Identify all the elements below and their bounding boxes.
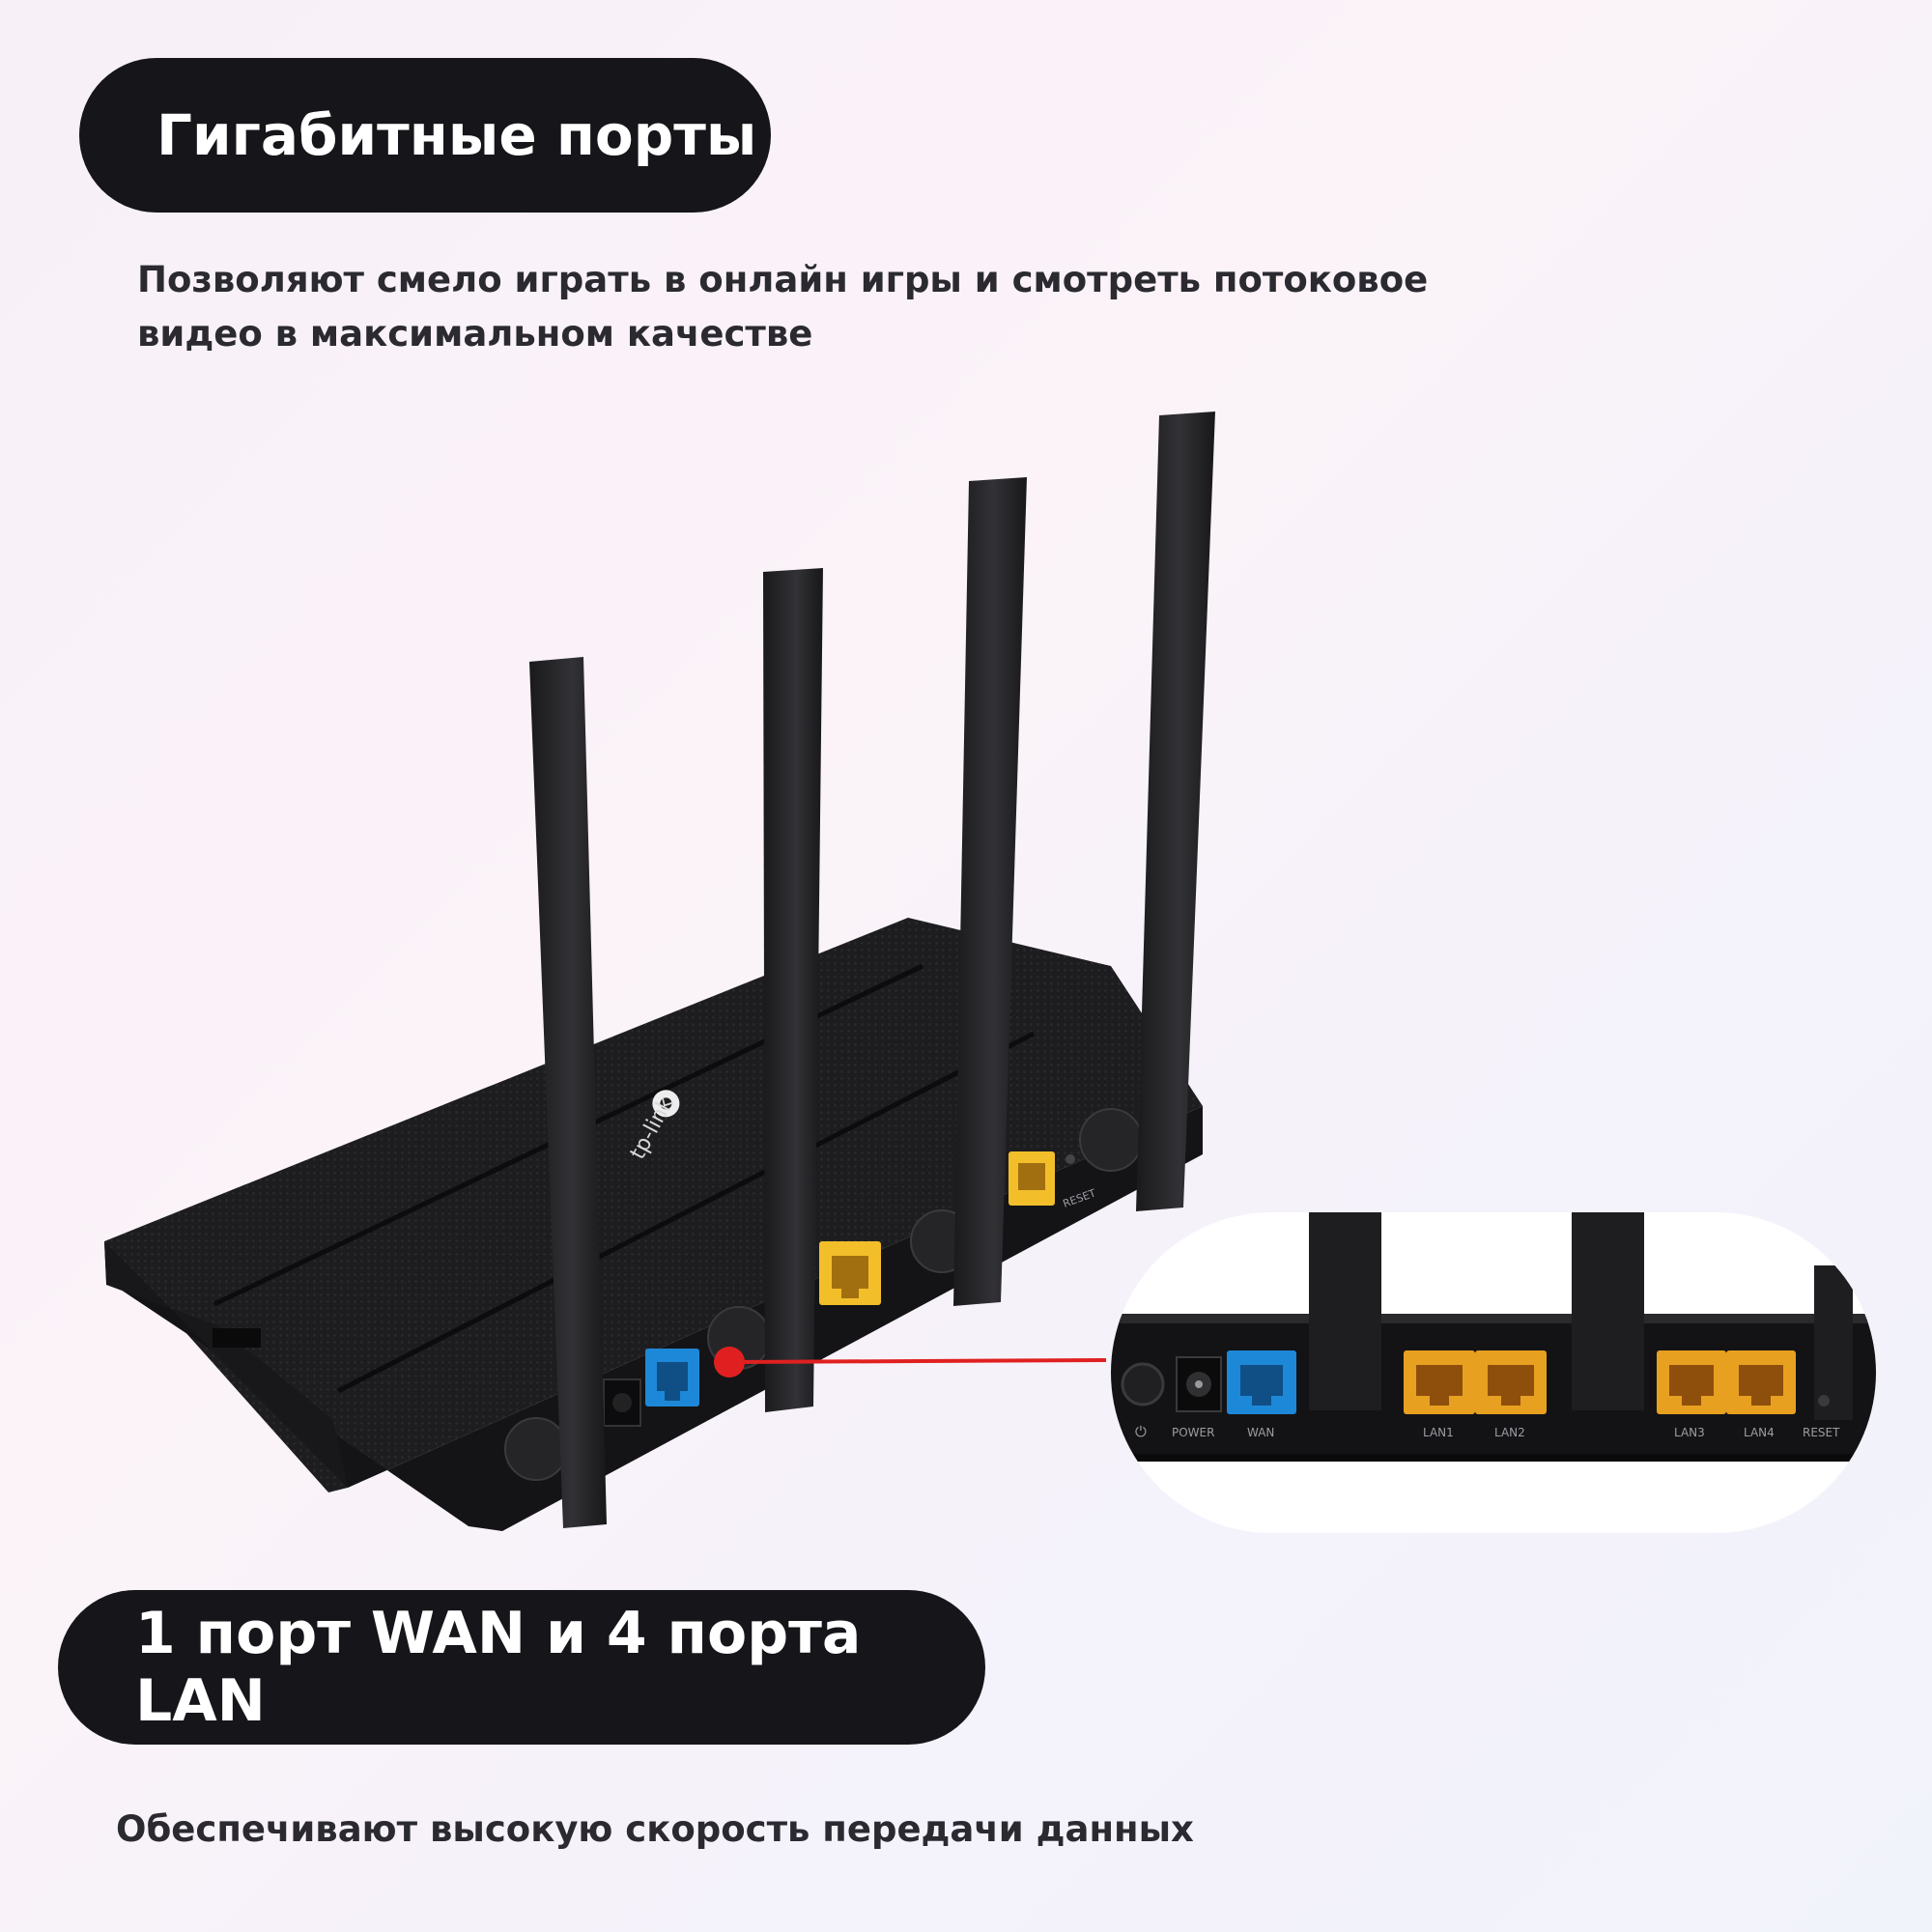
router-wan-port bbox=[645, 1349, 699, 1406]
router-lan-port-2 bbox=[819, 1241, 881, 1305]
router-vent bbox=[213, 1328, 261, 1348]
title-gigabit-ports: Гигабитные порты bbox=[156, 102, 757, 168]
label-lan4: LAN4 bbox=[1744, 1426, 1775, 1439]
description-ports: Обеспечивают высокую скорость передачи д… bbox=[116, 1808, 1194, 1850]
antenna-2 bbox=[763, 568, 823, 1412]
zoom-reset-button bbox=[1818, 1395, 1830, 1406]
zoom-lan4-port bbox=[1726, 1350, 1796, 1414]
description-line-2: видео в максимальном качестве bbox=[137, 313, 813, 355]
power-icon: ⏻ bbox=[1135, 1423, 1147, 1440]
callout-dot bbox=[714, 1347, 745, 1378]
label-lan1: LAN1 bbox=[1423, 1426, 1454, 1439]
zoom-antenna-3 bbox=[1814, 1265, 1853, 1420]
zoom-power-jack bbox=[1176, 1356, 1222, 1412]
antenna-4 bbox=[1136, 412, 1215, 1211]
label-lan2: LAN2 bbox=[1494, 1426, 1525, 1439]
label-wan: WAN bbox=[1247, 1426, 1274, 1439]
router-lan-port-4 bbox=[1009, 1151, 1055, 1206]
zoom-antenna-2 bbox=[1572, 1212, 1644, 1410]
description-line-1: Позволяют смело играть в онлайн игры и с… bbox=[137, 259, 1429, 300]
router-reset-button bbox=[1065, 1154, 1075, 1164]
title-pill-gigabit: Гигабитные порты bbox=[79, 58, 771, 213]
zoom-lan2-port bbox=[1475, 1350, 1547, 1414]
router-rear-face bbox=[104, 1106, 1203, 1531]
zoom-power-button bbox=[1121, 1362, 1165, 1406]
antenna-1 bbox=[529, 657, 607, 1528]
zoom-lan1-port bbox=[1404, 1350, 1475, 1414]
antenna-3 bbox=[953, 477, 1027, 1306]
zoom-lan3-port bbox=[1657, 1350, 1726, 1414]
router-power-jack bbox=[603, 1378, 641, 1427]
router-top-surface bbox=[104, 918, 1203, 1492]
label-lan3: LAN3 bbox=[1674, 1426, 1705, 1439]
router-illustration: RESET tp-link bbox=[104, 412, 1215, 1531]
title-pill-ports: 1 порт WAN и 4 порта LAN bbox=[58, 1590, 985, 1745]
description-gigabit: Позволяют смело играть в онлайн игры и с… bbox=[137, 253, 1490, 361]
zoom-wan-port bbox=[1227, 1350, 1296, 1414]
router-front-lip bbox=[104, 1241, 348, 1488]
callout-line bbox=[728, 1358, 1107, 1364]
title-wan-lan-ports: 1 порт WAN и 4 порта LAN bbox=[135, 1600, 862, 1735]
zoom-antenna-1 bbox=[1309, 1212, 1381, 1410]
label-power: POWER bbox=[1172, 1426, 1214, 1439]
label-reset: RESET bbox=[1803, 1426, 1840, 1439]
rear-ports-zoom-panel: ⏻ POWER WAN LAN1 LAN2 LAN3 LAN4 RESET bbox=[1111, 1212, 1876, 1462]
